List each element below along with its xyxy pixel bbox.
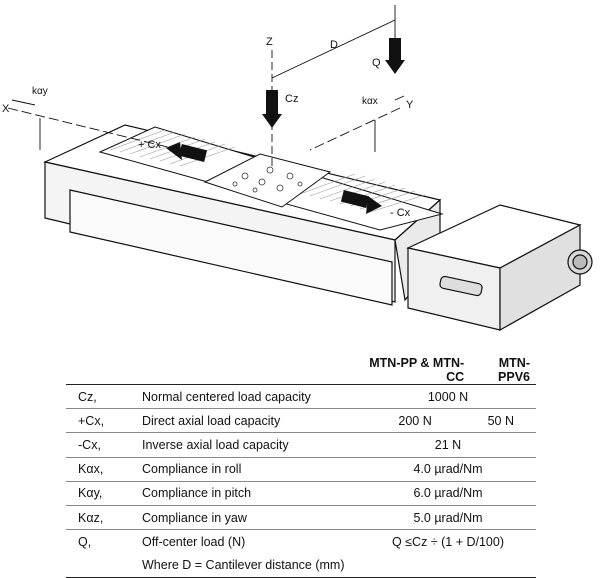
table-row: Kαx, Compliance in roll 4.0 µrad/Nm [66,457,536,482]
axes [7,5,405,170]
row-symbol: +Cx, [78,413,105,428]
row-description: Inverse axial load capacity [142,437,289,452]
plus-cx-arrow [178,144,208,162]
row-value: 1000 N [427,389,469,404]
row-description: Where D = Cantilever distance (mm) [142,557,345,572]
header-mtn-ppv6: MTN-PPV6 [470,356,536,385]
x-axis-label: X [2,103,10,115]
force-arrows [166,38,405,214]
cz-label: Cz [285,93,298,105]
table-row: Where D = Cantilever distance (mm) [66,553,536,577]
table-row: Q, Off-center load (N) Q ≤Cz ÷ (1 + D/10… [66,530,536,554]
table-row: -Cx, Inverse axial load capacity 21 N [66,433,536,458]
row-description: Compliance in pitch [142,486,252,501]
table-row: Kαz, Compliance in yaw 5.0 µrad/Nm [66,505,536,530]
row-description: Compliance in yaw [142,510,247,525]
row-description: Direct axial load capacity [142,413,281,428]
q-arrow [389,38,401,60]
row-symbol: Kαz, [78,510,104,525]
cz-arrow [266,90,278,114]
table-row: Kαy, Compliance in pitch 6.0 µrad/Nm [66,481,536,506]
header-description [142,356,360,385]
row-value-mtn-pp-cc: 200 N [398,413,432,428]
row-value: 6.0 µrad/Nm [413,486,483,501]
header-mtn-pp-cc: MTN-PP & MTN-CC [360,356,471,385]
row-description: Compliance in roll [142,462,242,477]
row-symbol: Q, [78,534,92,549]
y-axis-label: Y [406,99,414,111]
q-label: Q [372,57,381,69]
motor-housing [406,204,593,332]
row-description: Normal centered load capacity [142,389,311,404]
row-symbol [66,553,142,577]
stage-diagram: Z D Q Cz kαy kαx X Y + Cx - Cx [2,5,593,332]
row-symbol: Kαy, [78,486,103,501]
header-symbol [66,356,142,385]
d-label: D [330,39,338,51]
row-value: 21 N [434,437,462,452]
row-symbol: Kαx, [78,462,104,477]
plus-cx-label: + Cx [138,139,161,151]
row-value: 4.0 µrad/Nm [413,462,483,477]
z-axis-label: Z [266,36,273,48]
kax-label: kαx [362,96,378,107]
spec-table: MTN-PP & MTN-CC MTN-PPV6 Cz, Normal cent… [66,356,536,578]
row-value: 5.0 µrad/Nm [413,510,483,525]
table-header-row: MTN-PP & MTN-CC MTN-PPV6 [66,356,536,385]
row-value-mtn-ppv6: 50 N [487,413,514,428]
table-row: Cz, Normal centered load capacity 1000 N [66,385,536,409]
kay-label: kαy [32,86,48,97]
table-row: +Cx, Direct axial load capacity 200 N 50… [66,409,536,433]
row-description: Off-center load (N) [142,534,246,549]
row-symbol: -Cx, [78,437,101,452]
row-value: Q ≤Cz ÷ (1 + D/100) [391,534,505,549]
row-symbol: Cz, [78,389,97,404]
minus-cx-arrow [340,190,370,208]
minus-cx-label: - Cx [390,207,411,219]
